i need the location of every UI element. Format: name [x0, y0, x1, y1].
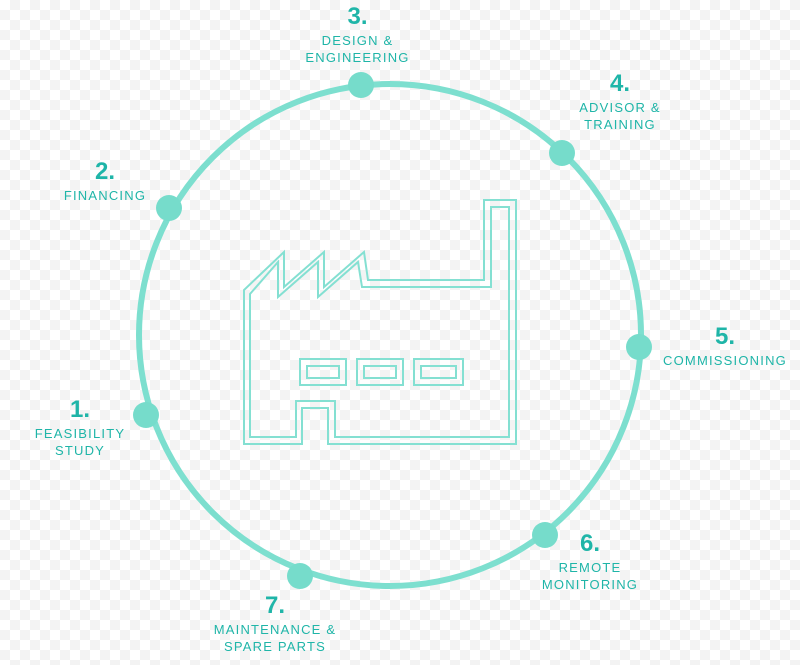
step-label-line: DESIGN & [321, 33, 394, 48]
step-number: 1. [69, 396, 90, 423]
step-label-line: COMMISSIONING [663, 353, 787, 368]
step-label-line: STUDY [54, 443, 106, 458]
factory-window-1 [299, 358, 347, 386]
factory-window-2-inner [363, 365, 397, 379]
step-label-line: FEASIBILITY [34, 426, 126, 441]
step-label-line: REMOTE [558, 560, 622, 575]
step-number: 3. [347, 3, 368, 30]
step-number: 2. [94, 158, 115, 185]
step-advisor-training: 4. ADVISOR & TRAINING [540, 72, 700, 133]
factory-outline-inner [249, 206, 510, 438]
factory-window-3 [413, 358, 464, 386]
step-financing: 2. FINANCING [40, 160, 170, 204]
factory-window-2 [356, 358, 404, 386]
step-label-line: FINANCING [63, 188, 147, 203]
node-step-7 [287, 563, 313, 589]
step-label-line: MONITORING [541, 577, 639, 592]
node-step-1 [133, 402, 159, 428]
step-feasibility-study: 1. FEASIBILITY STUDY [20, 398, 140, 459]
step-design-engineering: 3. DESIGN & ENGINEERING [290, 5, 425, 66]
step-label-line: ENGINEERING [305, 50, 410, 65]
step-commissioning: 5. COMMISSIONING [654, 325, 796, 369]
step-maintenance-spare-parts: 7. MAINTENANCE & SPARE PARTS [195, 594, 355, 655]
step-label-line: MAINTENANCE & [213, 622, 337, 637]
node-step-3 [348, 72, 374, 98]
node-step-6 [532, 522, 558, 548]
step-number: 7. [264, 592, 285, 619]
step-remote-monitoring: 6. REMOTE MONITORING [525, 532, 655, 593]
factory-icon [243, 199, 517, 445]
node-step-5 [626, 334, 652, 360]
step-label-line: TRAINING [584, 117, 656, 132]
factory-outline-outer [243, 199, 517, 445]
node-step-4 [549, 140, 575, 166]
step-label-line: ADVISOR & [579, 100, 661, 115]
factory-window-1-inner [306, 365, 340, 379]
node-step-2 [156, 195, 182, 221]
step-number: 4. [609, 70, 630, 97]
step-label-line: SPARE PARTS [223, 639, 327, 654]
factory-window-3-inner [420, 365, 457, 379]
step-number: 6. [579, 530, 600, 557]
step-number: 5. [714, 323, 735, 350]
